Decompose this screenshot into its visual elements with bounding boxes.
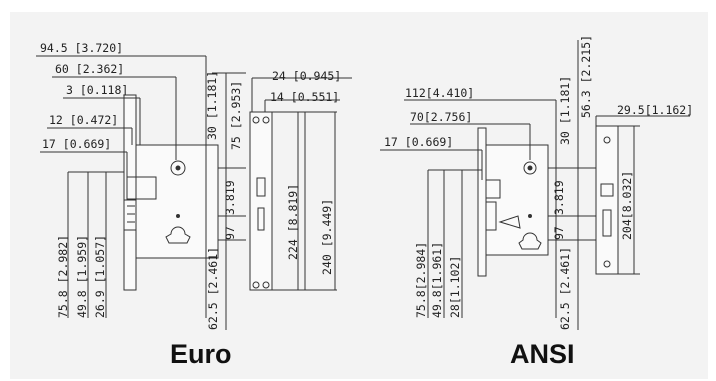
ansi-dim-204: 204[8.032] bbox=[620, 171, 634, 240]
euro-dim-75: 75 [2.953] bbox=[229, 81, 243, 150]
euro-dim-17: 17 [0.669] bbox=[42, 137, 111, 151]
euro-dim-overall-depth: 94.5 [3.720] bbox=[40, 41, 123, 55]
ansi-drawing bbox=[380, 40, 690, 330]
euro-caption: Euro bbox=[170, 339, 232, 369]
euro-dim-26-9: 26.9 [1.057] bbox=[93, 235, 107, 318]
ansi-latch bbox=[485, 179, 501, 199]
euro-side-latch bbox=[256, 177, 266, 197]
euro-latch bbox=[126, 176, 157, 200]
euro-dim-97: 97 bbox=[223, 226, 237, 240]
ansi-dim-56-3: 56.3 [2.215] bbox=[579, 35, 593, 118]
euro-dim-12: 12 [0.472] bbox=[49, 113, 118, 127]
ansi-dim-17: 17 [0.669] bbox=[384, 135, 453, 149]
ansi-dim-75-8: 75.8[2.984] bbox=[414, 242, 428, 318]
ansi-caption: ANSI bbox=[510, 339, 575, 369]
ansi-dim-62-5: 62.5 [2.461] bbox=[558, 247, 572, 330]
ansi-dim-28: 28[1.102] bbox=[448, 256, 462, 318]
euro-dim-backset: 60 [2.362] bbox=[55, 62, 124, 76]
euro-dim-14: 14 [0.551] bbox=[270, 90, 339, 104]
ansi-dim-97: 97 bbox=[552, 226, 566, 240]
euro-dim-24: 24 [0.945] bbox=[272, 69, 341, 83]
euro-dim-3819: 3.819 bbox=[223, 180, 237, 215]
ansi-dim-30: 30 [1.181] bbox=[558, 76, 572, 145]
ansi-dim-3819: 3.819 bbox=[552, 180, 566, 215]
euro-faceplate bbox=[123, 94, 137, 291]
euro-dim-240: 240 [9.449] bbox=[320, 199, 334, 275]
euro-lock-body bbox=[135, 144, 219, 259]
euro-drawing bbox=[36, 55, 352, 330]
ansi-side-faceplate bbox=[595, 125, 619, 275]
euro-side-body bbox=[271, 111, 299, 291]
euro-cylinder-hole bbox=[165, 226, 191, 244]
euro-dim-75-8: 75.8 [2.982] bbox=[56, 235, 70, 318]
ansi-trigger bbox=[498, 215, 521, 229]
euro-side-faceplate bbox=[249, 111, 273, 291]
ansi-cylinder-hole bbox=[518, 232, 542, 250]
ansi-dim-70: 70[2.756] bbox=[410, 110, 472, 124]
ansi-side-bolt bbox=[602, 209, 612, 237]
euro-dim-30: 30 [1.181] bbox=[205, 71, 219, 140]
ansi-dim-112: 112[4.410] bbox=[405, 86, 474, 100]
euro-deadbolt bbox=[123, 199, 137, 231]
euro-dim-3: 3 [0.118] bbox=[66, 83, 128, 97]
ansi-deadbolt bbox=[485, 201, 497, 231]
euro-side-bolt bbox=[257, 207, 265, 231]
euro-follower bbox=[170, 160, 186, 176]
ansi-dim-29-5: 29.5[1.162] bbox=[617, 103, 693, 117]
ansi-follower bbox=[523, 161, 537, 175]
euro-dim-224: 224 [8.819] bbox=[286, 184, 300, 260]
ansi-lock-body bbox=[485, 144, 549, 256]
ansi-side-latch bbox=[600, 183, 614, 197]
euro-dim-62-5: 62.5 [2.461] bbox=[206, 247, 220, 330]
ansi-dim-49-8: 49.8[1.961] bbox=[430, 242, 444, 318]
euro-dim-49-8: 49.8 [1.959] bbox=[75, 235, 89, 318]
